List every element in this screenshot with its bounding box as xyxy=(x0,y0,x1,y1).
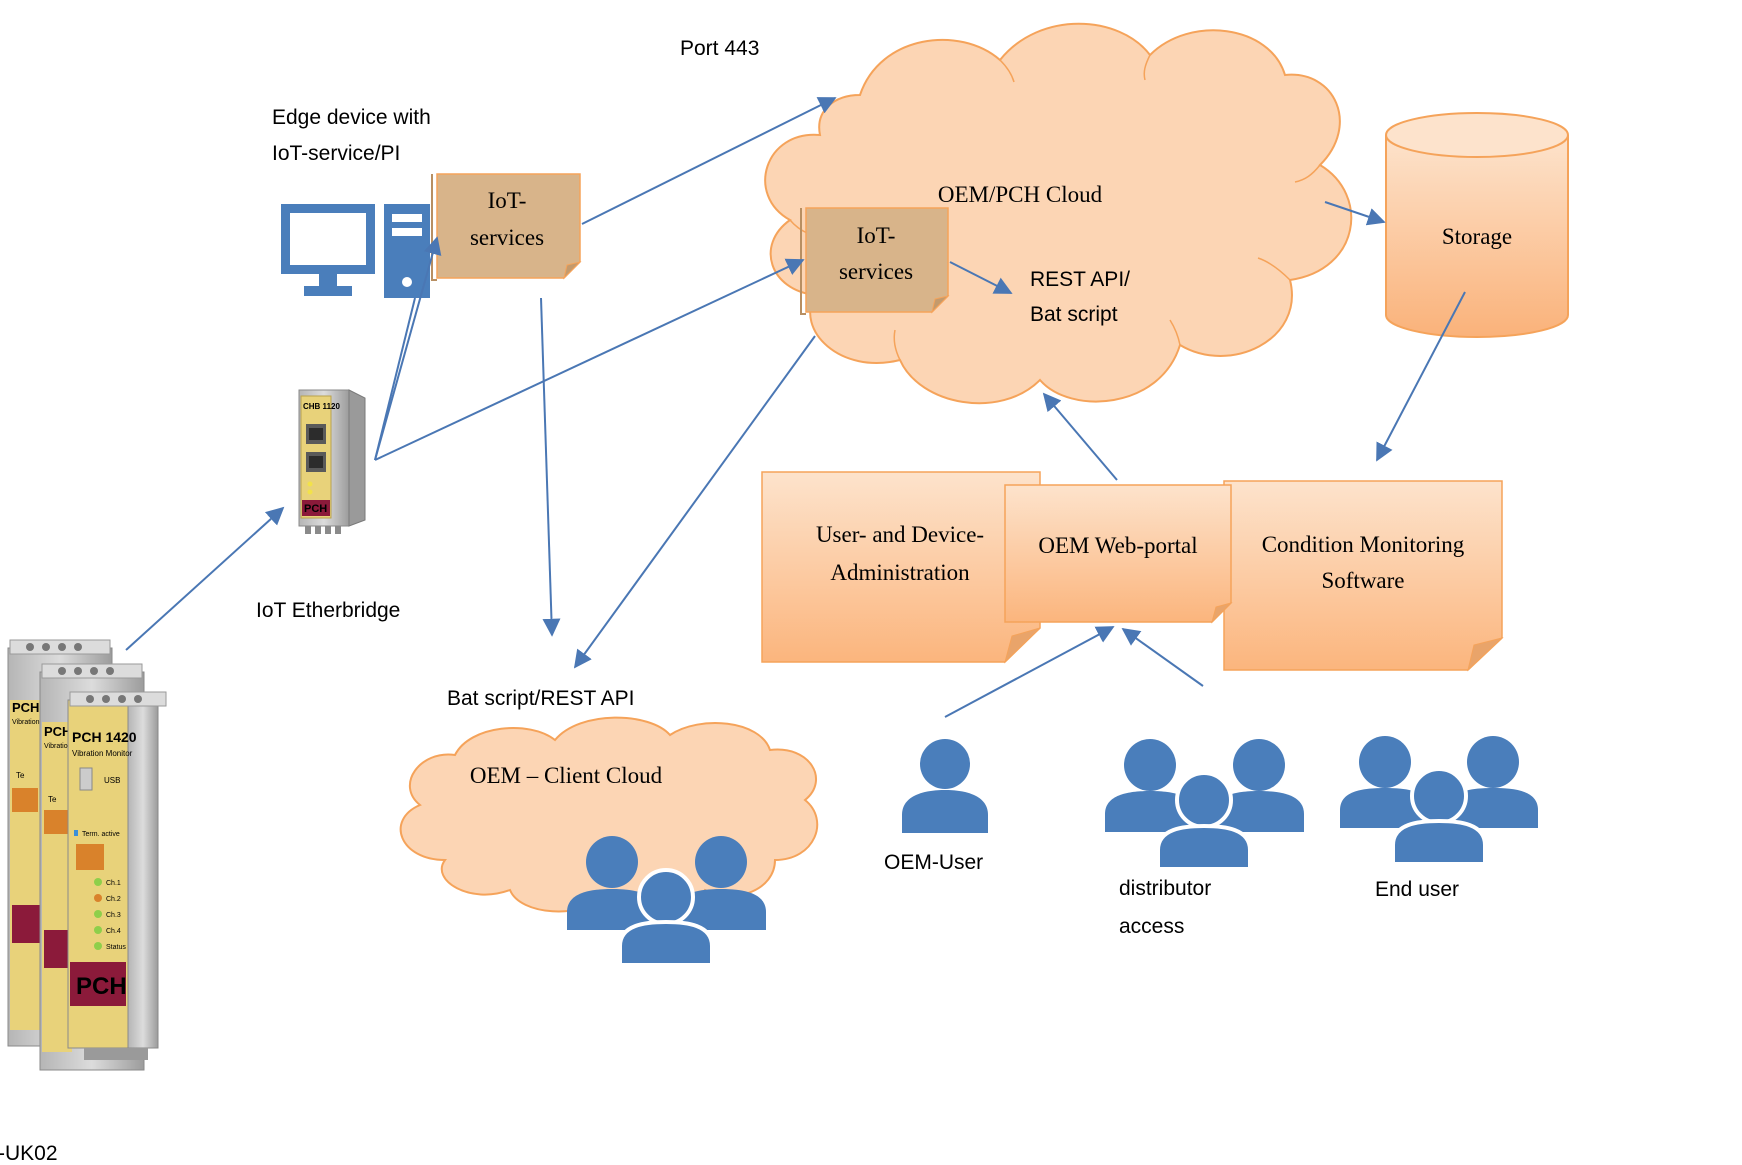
line-edge-vertical xyxy=(374,297,416,461)
arrow-bridge-to-cloud-iot xyxy=(374,258,805,461)
back-module-1-term: Te xyxy=(16,771,25,780)
distributor-label-line1: distributor xyxy=(1119,877,1211,900)
edge-device-label-line1: Edge device with xyxy=(272,106,431,129)
back-module-1-subtitle: Vibration xyxy=(12,719,40,726)
client-cloud-label: OEM – Client Cloud xyxy=(470,763,663,788)
client-cloud-group-icon xyxy=(567,836,766,967)
iot-services-cloud-line1: IoT- xyxy=(857,223,896,248)
back-module-1-model: PCH xyxy=(12,700,39,715)
arrow-oemuser-to-portal xyxy=(944,626,1115,718)
desktop-computer-icon xyxy=(281,204,430,298)
admin-label-line2: Administration xyxy=(830,560,970,585)
arrow-portal-to-cloud xyxy=(1042,392,1118,481)
portal-note xyxy=(1004,484,1233,624)
end-user-group-icon xyxy=(1340,736,1538,866)
rest-api-label-line1: REST API/ xyxy=(1030,268,1130,291)
monitor-subtitle-label: Vibration Monitor xyxy=(72,749,133,758)
monitor-ch3-label: Ch.3 xyxy=(106,912,121,919)
etherbridge-device-image: CHB 1120 PCH xyxy=(298,389,366,534)
arrow-storage-to-cms xyxy=(1376,291,1466,462)
arrow-edge-to-cloud xyxy=(581,97,837,225)
bottom-left-label: -UK02 xyxy=(0,1142,58,1165)
bat-rest-label: Bat script/REST API xyxy=(447,687,635,710)
iot-services-cloud-note xyxy=(800,207,950,315)
rest-api-label-line2: Bat script xyxy=(1030,303,1118,326)
arrow-cloud-to-storage xyxy=(1324,201,1386,226)
admin-note xyxy=(761,471,1041,664)
iot-services-cloud-line2: services xyxy=(839,259,913,284)
cms-label-line2: Software xyxy=(1321,568,1404,593)
iot-services-edge-note xyxy=(431,173,582,281)
cms-note xyxy=(1223,480,1504,672)
iot-services-edge-line1: IoT- xyxy=(488,188,527,213)
arrow-monitor-to-bridge xyxy=(125,506,285,651)
arrow-distributor-to-portal xyxy=(1121,627,1204,687)
oem-user-label: OEM-User xyxy=(884,851,983,874)
distributor-group-icon xyxy=(1105,739,1304,871)
back-module-2-model: PCH xyxy=(44,724,71,739)
storage-label: Storage xyxy=(1442,224,1512,249)
monitor-status-label: Status xyxy=(106,944,126,951)
storage-cylinder xyxy=(1385,112,1569,338)
port-label: Port 443 xyxy=(680,37,759,60)
monitor-ch1-label: Ch.1 xyxy=(106,880,121,887)
monitor-ch2-label: Ch.2 xyxy=(106,896,121,903)
monitor-usb-label: USB xyxy=(104,776,120,785)
arrow-cloud-iot-to-rest xyxy=(949,261,1013,294)
bridge-model-label: CHB 1120 xyxy=(303,402,340,411)
portal-label: OEM Web-portal xyxy=(1038,533,1197,558)
bridge-brand-label: PCH xyxy=(304,503,327,515)
distributor-label-line2: access xyxy=(1119,915,1184,938)
monitor-brand-label: PCH xyxy=(76,973,127,1000)
cloud-title: OEM/PCH Cloud xyxy=(938,182,1103,207)
admin-label-line1: User- and Device- xyxy=(816,522,984,547)
iot-services-edge-line2: services xyxy=(470,225,544,250)
back-module-2-subtitle: Vibration xyxy=(44,743,72,750)
cms-label-line1: Condition Monitoring xyxy=(1262,532,1465,557)
vibration-monitor-stack-image: PCH Vibration Te PCH Vibration Te PCH 14… xyxy=(7,639,167,1071)
monitor-term-label: Term. active xyxy=(82,831,120,838)
arrow-cloud-to-client xyxy=(573,335,816,669)
arrow-edge-to-client xyxy=(540,297,561,637)
arrow-bridge-to-edge xyxy=(374,236,442,461)
end-user-label: End user xyxy=(1375,878,1459,901)
connectors xyxy=(125,97,1466,718)
etherbridge-label: IoT Etherbridge xyxy=(256,599,400,622)
edge-device-label-line2: IoT-service/PI xyxy=(272,142,400,165)
back-module-2-term: Te xyxy=(48,795,57,804)
monitor-ch4-label: Ch.4 xyxy=(106,928,121,935)
monitor-model-label: PCH 1420 xyxy=(72,729,137,745)
oem-user-icon xyxy=(902,739,988,833)
